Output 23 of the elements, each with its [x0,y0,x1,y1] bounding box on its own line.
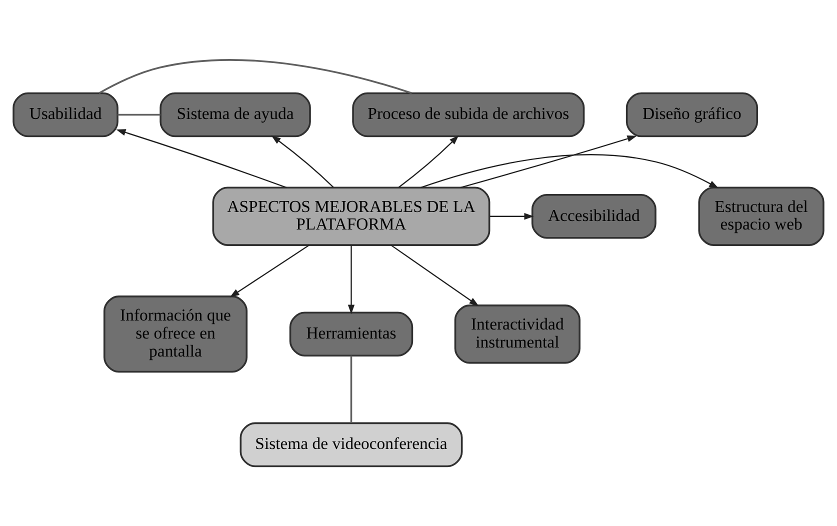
node-box: Herramientas [289,312,414,357]
node-box: Diseño gráfico [626,92,758,138]
arrow [116,129,287,188]
arrow [230,244,310,298]
node-box: Proceso de subida de archivos [352,92,585,138]
node-box: Interactividad instrumental [454,304,580,364]
arrow [271,135,334,188]
arrow [490,213,534,220]
arrow [398,135,459,188]
node-box: Estructura del espacio web [698,186,824,246]
arrow [420,154,719,188]
node-box: Sistema de ayuda [160,92,311,138]
arrow [460,135,637,188]
connector [118,114,160,116]
node-box: Usabilidad [12,92,118,138]
arrow [348,245,355,314]
node-box: Información que se ofrece en pantalla [103,296,248,373]
node-box: Sistema de videoconferencia [240,422,463,468]
arrow [390,244,479,306]
node-box: Accesibilidad [531,194,656,239]
node-box: ASPECTOS MEJORABLES DE LA PLATAFORMA [212,186,490,246]
connector [350,356,352,423]
connector [98,59,412,94]
